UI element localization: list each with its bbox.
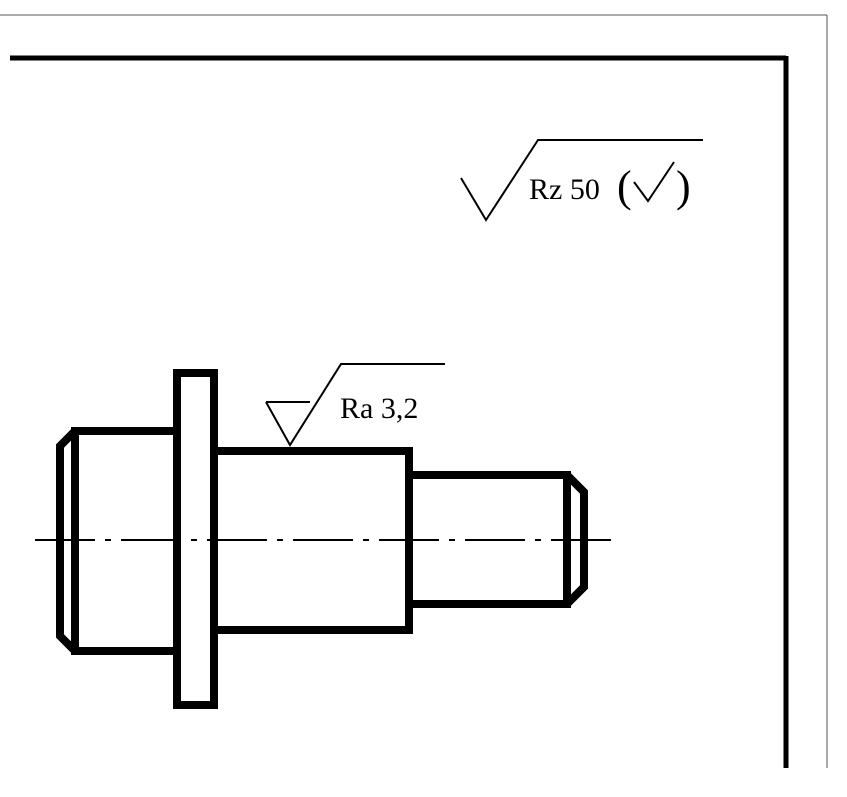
local-roughness-label: Ra 3,2: [340, 392, 418, 425]
roughness-checkmark-icon: [460, 139, 703, 222]
general-roughness-symbol: Rz 50 ( ): [460, 139, 703, 222]
small-checkmark-icon: [633, 161, 675, 203]
drawing-frame: [10, 55, 789, 768]
general-roughness-label: Rz 50: [529, 173, 600, 206]
sheet-edge: [0, 14, 828, 768]
close-parenthesis: ): [676, 162, 691, 211]
open-parenthesis: (: [617, 162, 632, 211]
local-roughness-symbol: Ra 3,2: [265, 363, 445, 447]
roughness-triangle-legs: [265, 363, 445, 447]
